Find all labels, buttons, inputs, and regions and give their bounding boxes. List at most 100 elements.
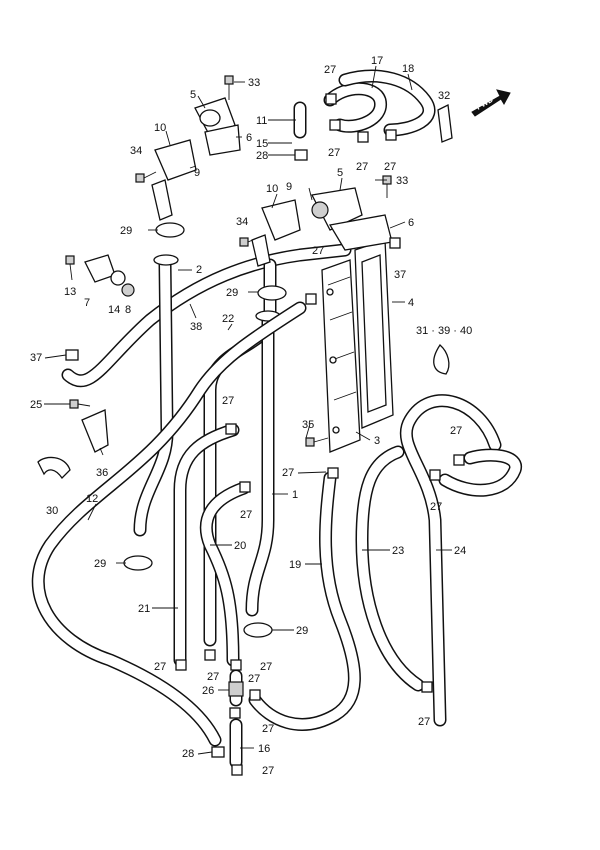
gasket-4 xyxy=(354,239,394,429)
callout-35: 35 xyxy=(302,419,314,431)
clip-30 xyxy=(37,456,71,480)
callout-22: 22 xyxy=(222,313,234,325)
callout-19: 19 xyxy=(289,559,301,571)
hose-24-branch xyxy=(438,448,522,497)
callout-4: 4 xyxy=(408,297,414,309)
callout-10a: 10 xyxy=(154,122,166,134)
callout-36: 36 xyxy=(96,467,108,479)
callout-27h: 27 xyxy=(282,467,294,479)
clamp-28-a xyxy=(294,149,308,161)
hose-24 xyxy=(399,394,502,727)
callout-11: 11 xyxy=(256,115,267,127)
callout-30: 30 xyxy=(46,505,58,517)
callout-38: 38 xyxy=(190,321,202,333)
callout-29c: 29 xyxy=(94,558,106,570)
callout-33b: 33 xyxy=(396,175,408,187)
connector-26 xyxy=(228,681,244,697)
callouts: 1 2 3 4 5 5 6 6 7 8 9 9 10 10 11 12 13 1… xyxy=(30,55,472,777)
clamp-28-b xyxy=(211,746,225,758)
fwd-arrow-icon: FWD xyxy=(471,89,511,117)
hose-21 xyxy=(173,423,240,667)
bolt-34-b xyxy=(239,235,263,247)
callout-37a: 37 xyxy=(30,352,42,364)
bolt-25 xyxy=(69,399,91,409)
callout-29d: 29 xyxy=(296,625,308,637)
clamp-29-c xyxy=(123,555,153,571)
callout-17: 17 xyxy=(371,55,383,67)
plate-3 xyxy=(321,259,361,453)
callout-27m: 27 xyxy=(260,661,272,673)
callout-13: 13 xyxy=(64,286,76,298)
callout-24: 24 xyxy=(454,545,466,557)
bracket-36 xyxy=(81,409,109,453)
callout-28a: 28 xyxy=(256,150,268,162)
callout-5b: 5 xyxy=(337,167,343,179)
callout-6a: 6 xyxy=(246,132,252,144)
callout-27p: 27 xyxy=(262,765,274,777)
callout-8: 8 xyxy=(125,304,131,316)
hose-1 xyxy=(245,310,281,617)
callout-1: 1 xyxy=(292,489,298,501)
clamp-29-b xyxy=(257,285,287,301)
callout-3: 3 xyxy=(374,435,380,447)
callout-27l: 27 xyxy=(207,671,219,683)
callout-26: 26 xyxy=(202,685,214,697)
callout-34a: 34 xyxy=(130,145,142,157)
callout-27j: 27 xyxy=(430,501,442,513)
callout-6b: 6 xyxy=(408,217,414,229)
elbow-10-center xyxy=(251,199,301,267)
bolt-33-a xyxy=(224,75,234,100)
clip-32 xyxy=(437,104,453,143)
clamp-29-a xyxy=(155,222,185,238)
callout-27g: 27 xyxy=(240,509,252,521)
callout-27q: 27 xyxy=(418,716,430,728)
callout-27a: 27 xyxy=(324,64,336,76)
callout-2: 2 xyxy=(196,264,202,276)
callout-27n: 27 xyxy=(248,673,260,685)
callout-5a: 5 xyxy=(190,89,196,101)
clamp-27-group xyxy=(65,93,465,776)
callout-27c: 27 xyxy=(356,161,368,173)
callout-27k: 27 xyxy=(154,661,166,673)
callout-27d: 27 xyxy=(384,161,396,173)
callout-21: 21 xyxy=(138,603,150,615)
callout-12: 12 xyxy=(86,493,98,505)
callout-27o: 27 xyxy=(262,723,274,735)
hose-23 xyxy=(355,445,425,692)
callout-18: 18 xyxy=(402,63,414,75)
thermostat-housing-left xyxy=(194,97,241,156)
callout-20: 20 xyxy=(234,540,246,552)
cable-tie-31 xyxy=(433,344,450,375)
callout-14: 14 xyxy=(108,304,120,316)
callout-25: 25 xyxy=(30,399,42,411)
hose-12 xyxy=(31,301,307,747)
callout-15: 15 xyxy=(256,138,268,150)
callout-29b: 29 xyxy=(226,287,238,299)
hose-19 xyxy=(248,471,361,731)
bolt-34-a xyxy=(135,171,157,183)
callout-10b: 10 xyxy=(266,183,278,195)
callout-9b: 9 xyxy=(286,181,292,193)
callout-9a: 9 xyxy=(194,167,200,179)
thermostat-housing-center xyxy=(311,187,393,251)
callout-27f: 27 xyxy=(222,395,234,407)
callout-7: 7 xyxy=(84,297,90,309)
bolt-35 xyxy=(305,437,329,447)
leader-lines xyxy=(44,65,452,755)
callout-16: 16 xyxy=(258,743,270,755)
callout-31-39-40: 31 · 39 · 40 xyxy=(416,325,472,337)
callout-32: 32 xyxy=(438,90,450,102)
callout-27e: 27 xyxy=(312,245,324,257)
callout-37b: 37 xyxy=(394,269,406,281)
hose-18 xyxy=(338,69,436,137)
callout-23: 23 xyxy=(392,545,404,557)
callout-27i: 27 xyxy=(450,425,462,437)
sensor-7 xyxy=(84,254,135,297)
callout-28b: 28 xyxy=(182,748,194,760)
callout-33a: 33 xyxy=(248,77,260,89)
bolt-33-b xyxy=(382,175,392,198)
callout-29a: 29 xyxy=(120,225,132,237)
bolt-13 xyxy=(65,255,75,281)
